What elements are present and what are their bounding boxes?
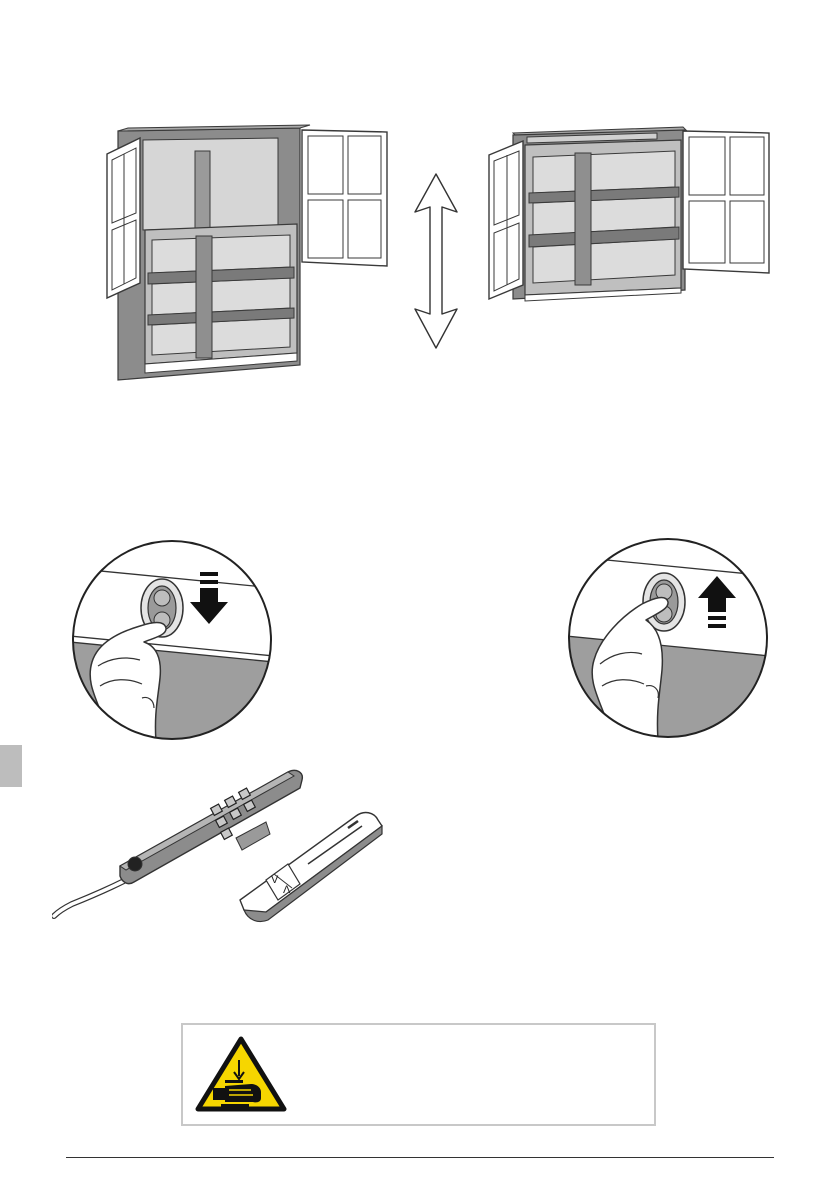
remote-arrow-down-label: V	[271, 874, 279, 886]
cabinet-raised-illustration	[100, 118, 395, 384]
press-button-up-illustration	[566, 536, 770, 740]
arrow-up-icon	[696, 574, 738, 630]
remote-arrow-up-label: Λ	[283, 884, 291, 896]
remote-controls-illustration: V Λ	[52, 760, 392, 930]
warning-box	[181, 1023, 656, 1126]
page-side-tab	[0, 745, 22, 787]
hand-crush-warning-icon	[195, 1036, 287, 1112]
footer-rule	[66, 1157, 774, 1158]
press-button-down-illustration	[70, 538, 274, 742]
double-arrow-vertical-icon	[411, 172, 461, 350]
cabinet-lowered-illustration	[487, 125, 773, 303]
arrow-down-icon	[188, 570, 230, 626]
